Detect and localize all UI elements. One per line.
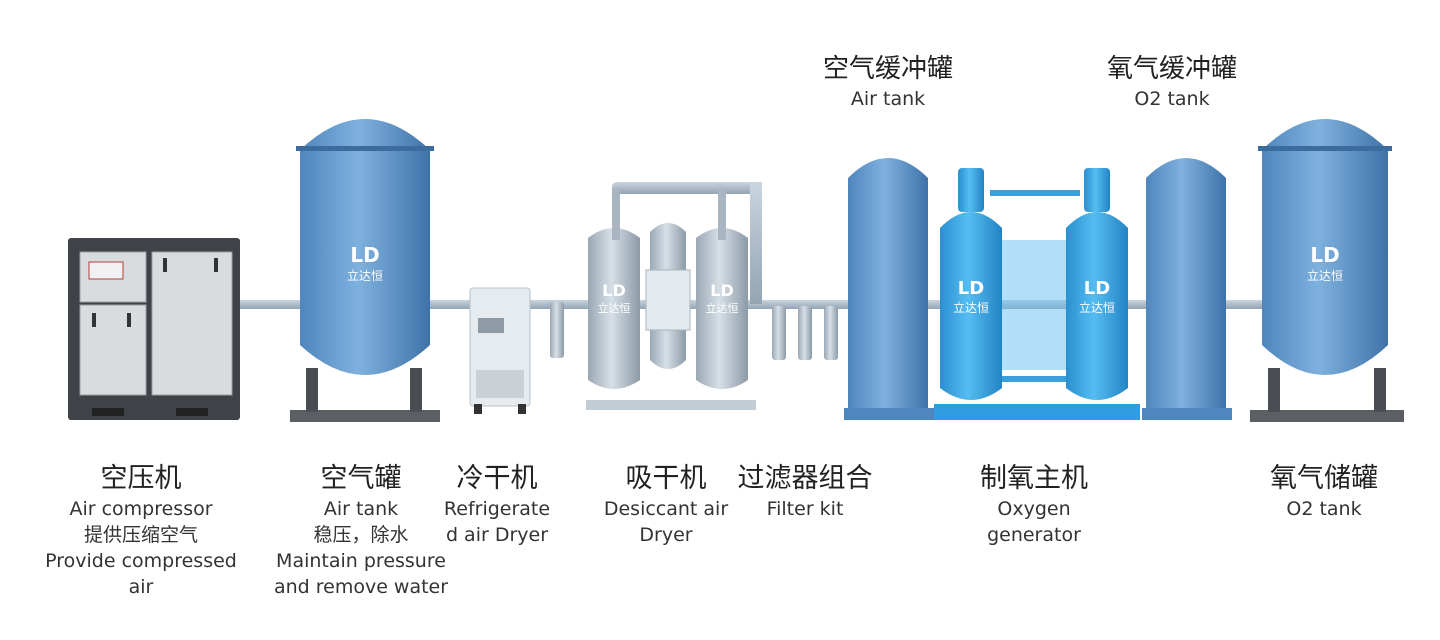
logo-text: 立达恒 <box>953 300 989 315</box>
main-pipe <box>236 300 1266 309</box>
logo-generator-left: LD 立达恒 <box>953 278 989 315</box>
label-compressor-zh: 空压机 <box>100 463 182 494</box>
label-o2-buffer-zh: 氧气缓冲罐 <box>1106 54 1238 84</box>
refrigerated-dryer <box>469 287 564 414</box>
logo-o2-storage: LD 立达恒 <box>1307 243 1343 283</box>
label-desiccant-dryer-line1: Desiccant air <box>603 498 729 520</box>
label-filter-kit-zh: 过滤器组合 <box>737 463 873 494</box>
label-filter-kit-line1: Filter kit <box>766 498 844 520</box>
logo-text: 立达恒 <box>598 301 631 315</box>
pipe-to-o2-tank <box>1225 300 1265 309</box>
logo-desiccant-left: LD 立达恒 <box>598 281 631 315</box>
label-o2-buffer-en: O2 tank <box>1134 88 1210 110</box>
label-o2-storage-zh: 氧气储罐 <box>1270 463 1378 494</box>
label-air-buffer: 空气缓冲罐 Air tank <box>823 52 953 112</box>
label-refrig-dryer-zh: 冷干机 <box>456 463 538 494</box>
label-o2-buffer: 氧气缓冲罐 O2 tank <box>1107 52 1237 112</box>
air-buffer-tank <box>844 158 934 420</box>
label-refrig-dryer: 冷干机 Refrigerate d air Dryer <box>444 462 550 548</box>
label-compressor: 空压机 Air compressor 提供压缩空气 Provide compre… <box>45 462 237 600</box>
label-compressor-line2: 提供压缩空气 <box>83 524 199 546</box>
air-tank-1 <box>290 119 440 422</box>
label-o2-generator-line1: Oxygen <box>997 498 1071 520</box>
filter-kit <box>772 306 838 360</box>
logo-generator-right: LD 立达恒 <box>1079 278 1115 315</box>
label-air-buffer-en: Air tank <box>850 88 926 110</box>
label-compressor-line4: air <box>128 576 154 598</box>
oxygen-generator <box>934 168 1140 420</box>
label-refrig-dryer-line1: Refrigerate <box>443 498 551 520</box>
label-desiccant-dryer: 吸干机 Desiccant air Dryer <box>604 462 728 548</box>
o2-buffer-tank <box>1142 158 1232 420</box>
label-o2-generator-line2: generator <box>987 524 1081 546</box>
air-compressor <box>68 238 240 420</box>
label-o2-generator: 制氧主机 Oxygen generator <box>980 462 1088 548</box>
label-compressor-line3: Provide compressed <box>45 550 237 572</box>
logo-desiccant-right: LD 立达恒 <box>706 281 739 315</box>
logo-text: 立达恒 <box>706 301 739 315</box>
logo-text: 立达恒 <box>1307 268 1343 283</box>
logo-mark: LD <box>602 281 625 300</box>
logo-mark: LD <box>350 243 379 267</box>
logo-text: 立达恒 <box>347 268 383 283</box>
label-refrig-dryer-line2: d air Dryer <box>445 524 549 546</box>
label-desiccant-dryer-line2: Dryer <box>639 524 693 546</box>
o2-storage-tank <box>1250 119 1404 422</box>
logo-mark: LD <box>710 281 733 300</box>
label-o2-storage-line1: O2 tank <box>1286 498 1362 520</box>
logo-mark: LD <box>958 278 984 299</box>
logo-mark: LD <box>1310 243 1339 267</box>
label-desiccant-dryer-zh: 吸干机 <box>625 463 707 494</box>
label-compressor-line1: Air compressor <box>69 498 213 520</box>
label-o2-storage: 氧气储罐 O2 tank <box>1270 462 1378 522</box>
label-air-tank-line3: Maintain pressure <box>276 550 446 572</box>
logo-text: 立达恒 <box>1079 300 1115 315</box>
logo-air-tank-1: LD 立达恒 <box>347 243 383 283</box>
desiccant-dryer <box>586 182 762 410</box>
label-air-tank-line2: 稳压，除水 <box>313 524 409 546</box>
label-air-tank-line4: and remove water <box>273 576 449 598</box>
label-air-tank: 空气罐 Air tank 稳压，除水 Maintain pressure and… <box>274 462 448 600</box>
label-filter-kit: 过滤器组合 Filter kit <box>738 462 873 522</box>
logo-mark: LD <box>1084 278 1110 299</box>
label-o2-generator-zh: 制氧主机 <box>980 463 1088 494</box>
label-air-tank-zh: 空气罐 <box>320 463 402 494</box>
label-air-tank-line1: Air tank <box>323 498 399 520</box>
label-air-buffer-zh: 空气缓冲罐 <box>822 54 954 84</box>
